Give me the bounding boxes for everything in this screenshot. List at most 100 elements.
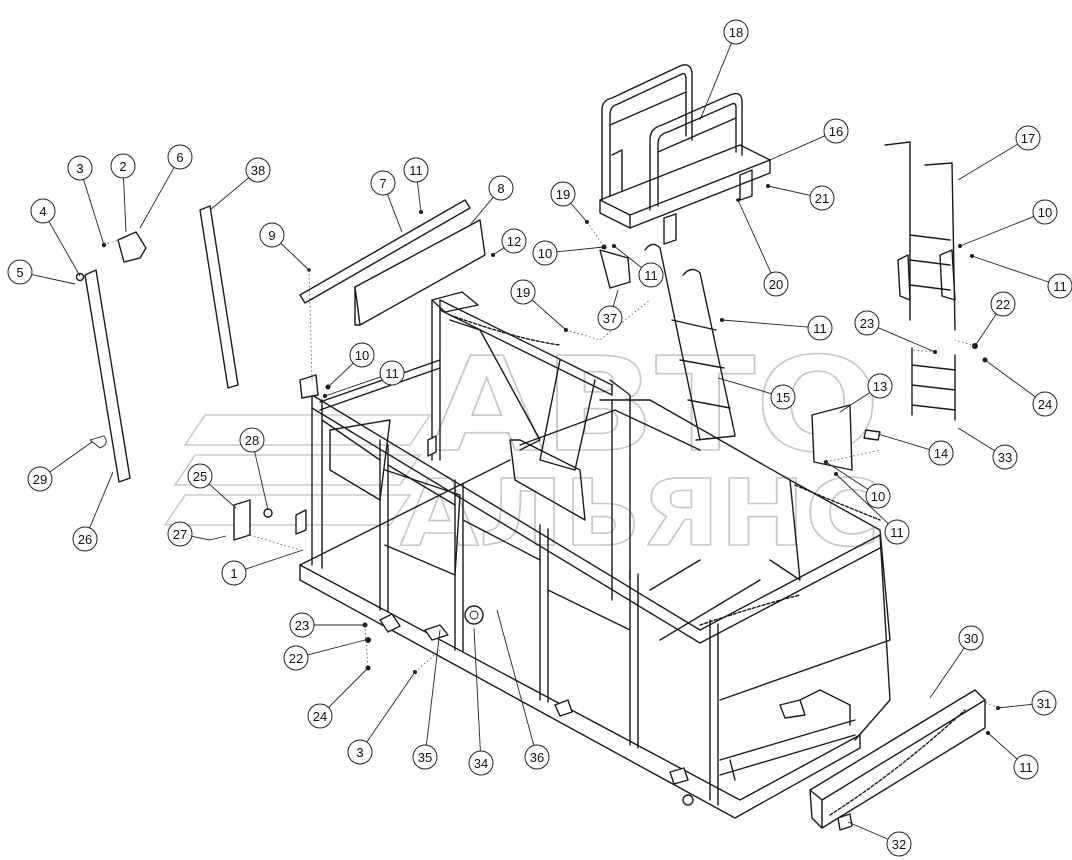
callout-20: 20	[737, 199, 789, 297]
callout-number: 12	[507, 234, 521, 249]
callout-number: 19	[516, 285, 530, 300]
callout-16: 16	[769, 118, 849, 161]
callout-2: 2	[110, 153, 136, 233]
callout-number: 9	[268, 228, 275, 243]
callout-circle	[488, 175, 514, 201]
callout-leader	[957, 427, 996, 452]
callout-28: 28	[239, 427, 269, 511]
callout-circle	[958, 625, 984, 651]
callout-circle	[349, 342, 375, 368]
callout-leader	[957, 143, 1018, 181]
callout-leader	[721, 319, 809, 328]
callout-number: 37	[603, 311, 617, 326]
callout-26: 26	[72, 471, 114, 552]
callout-circle	[524, 744, 550, 770]
callout-leader	[328, 667, 369, 708]
callout-circle	[763, 271, 789, 297]
callout-circle	[30, 198, 56, 224]
callout-9: 9	[259, 222, 310, 271]
callout-leader	[209, 177, 250, 211]
callout-number: 10	[871, 489, 885, 504]
assembly-lines	[103, 221, 999, 709]
callout-10: 10	[327, 342, 375, 388]
callout-circle	[347, 739, 373, 765]
callout-6: 6	[139, 144, 193, 229]
callout-3: 3	[67, 155, 105, 246]
callout-circle	[259, 222, 285, 248]
callout-25: 25	[187, 463, 237, 509]
callout-19: 19	[510, 279, 567, 331]
callout-number: 24	[313, 709, 327, 724]
watermark-logo-stripes	[163, 414, 432, 526]
callout-leader	[997, 703, 1033, 709]
callout-32: 32	[847, 821, 912, 857]
callout-leader	[83, 179, 105, 246]
post-26	[75, 231, 147, 483]
callout-circle	[283, 645, 309, 671]
callout-8: 8	[469, 175, 514, 226]
callout-leader	[699, 42, 732, 121]
callout-number: 11	[1019, 760, 1033, 775]
callout-circle	[403, 157, 429, 183]
callout-leader	[974, 313, 997, 347]
callout-circle	[245, 157, 271, 183]
side-rail-panel	[299, 199, 486, 326]
callout-leader	[307, 639, 366, 656]
callout-leader	[531, 299, 567, 331]
callout-number: 36	[530, 750, 544, 765]
callout-30: 30	[929, 625, 984, 699]
callout-24: 24	[984, 359, 1058, 417]
ladder-17	[884, 141, 956, 331]
callout-leader	[984, 359, 1036, 398]
callout-number: 20	[769, 277, 783, 292]
callout-18: 18	[699, 19, 749, 121]
callout-leader	[416, 181, 422, 213]
callout-number: 26	[78, 532, 92, 547]
callout-number: 35	[418, 750, 432, 765]
callout-circle	[379, 360, 405, 386]
callout-circle	[7, 259, 33, 285]
callout-5: 5	[7, 259, 76, 285]
callout-leader	[89, 471, 114, 529]
callout-11: 11	[721, 315, 833, 341]
callout-leader	[31, 274, 76, 285]
callout-11: 11	[613, 245, 664, 288]
callout-leader	[612, 289, 619, 307]
callout-number: 10	[355, 348, 369, 363]
callout-circle	[723, 19, 749, 45]
plate-37	[599, 249, 631, 289]
watermark: АВТО АЛЬЯНС	[163, 328, 881, 568]
callout-number: 23	[860, 316, 874, 331]
callout-10: 10	[532, 240, 605, 266]
callout-leader	[556, 246, 605, 253]
callout-number: 18	[729, 25, 743, 40]
callout-circle	[1013, 754, 1039, 780]
callout-circle	[928, 440, 954, 466]
callout-circle	[854, 310, 880, 336]
callout-circle	[823, 118, 849, 144]
watermark-line2: АЛЬЯНС	[400, 460, 880, 567]
callout-13: 13	[839, 373, 893, 413]
callout-11: 11	[987, 732, 1039, 780]
callout-21: 21	[767, 185, 835, 211]
callout-34: 34	[468, 627, 494, 776]
callout-leader	[191, 535, 211, 541]
callout-leader	[280, 242, 310, 271]
callout-38: 38	[209, 157, 271, 211]
callout-number: 11	[813, 321, 827, 336]
callout-leader	[492, 247, 505, 256]
callout-circle	[992, 444, 1018, 470]
callout-leader	[386, 194, 403, 233]
callout-leader	[737, 199, 772, 274]
callout-12: 12	[492, 228, 527, 256]
callout-number: 11	[890, 525, 904, 540]
callout-number: 19	[556, 187, 570, 202]
callout-number: 6	[176, 150, 183, 165]
callout-24: 24	[307, 667, 369, 729]
callout-36: 36	[496, 609, 550, 770]
callout-leader	[327, 362, 354, 388]
callout-leader	[987, 732, 1018, 760]
callout-35: 35	[412, 629, 441, 770]
callout-number: 22	[996, 297, 1010, 312]
callout-11: 11	[403, 157, 429, 213]
